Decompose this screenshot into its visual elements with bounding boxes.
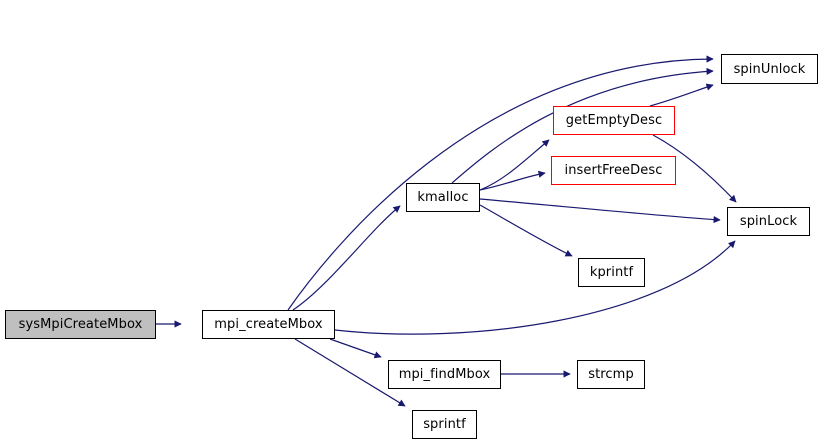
node-label: spinUnlock — [733, 61, 806, 77]
edge-kmalloc-to-kprintf — [479, 204, 573, 257]
node-label: kprintf — [589, 265, 634, 280]
node-spinLock[interactable]: spinLock — [727, 207, 810, 236]
node-mpi_createMbox[interactable]: mpi_createMbox — [202, 310, 335, 339]
node-label: insertFreeDesc — [564, 163, 663, 178]
node-spinUnlock[interactable]: spinUnlock — [721, 54, 818, 84]
node-kmalloc[interactable]: kmalloc — [406, 183, 480, 212]
node-mpi_findMbox[interactable]: mpi_findMbox — [388, 360, 501, 389]
edge-mpi_createMbox-to-kmalloc — [292, 205, 401, 311]
node-label: mpi_createMbox — [214, 317, 323, 332]
node-label: strcmp — [588, 367, 634, 382]
node-label: getEmptyDesc — [565, 113, 663, 128]
edge-kmalloc-to-spinUnlock — [451, 67, 714, 184]
node-sprintf[interactable]: sprintf — [412, 410, 477, 439]
edge-mpi_createMbox-to-spinLock — [334, 240, 736, 335]
node-getEmptyDesc[interactable]: getEmptyDesc — [553, 106, 675, 135]
edge-mpi_createMbox-to-spinUnlock — [287, 55, 714, 311]
edge-getEmptyDesc-to-spinUnlock — [649, 83, 714, 107]
edge-mpi_createMbox-to-mpi_findMbox — [329, 338, 382, 359]
node-insertFreeDesc[interactable]: insertFreeDesc — [551, 156, 676, 185]
edge-kmalloc-to-insertFreeDesc — [479, 170, 546, 191]
node-label: sysMpiCreateMbox — [18, 317, 143, 332]
edge-kmalloc-to-getEmptyDesc — [479, 139, 550, 191]
node-strcmp[interactable]: strcmp — [577, 360, 645, 389]
node-kprintf[interactable]: kprintf — [578, 258, 645, 287]
node-label: sprintf — [423, 417, 466, 432]
node-label: spinLock — [739, 214, 798, 229]
node-label: mpi_findMbox — [398, 367, 491, 382]
node-label: kmalloc — [417, 190, 469, 205]
edge-getEmptyDesc-to-spinLock — [652, 134, 737, 203]
edge-mpi_createMbox-to-sprintf — [294, 338, 406, 407]
edge-kmalloc-to-spinLock — [479, 198, 721, 224]
node-sysMpiCreateMbox[interactable]: sysMpiCreateMbox — [5, 310, 156, 339]
